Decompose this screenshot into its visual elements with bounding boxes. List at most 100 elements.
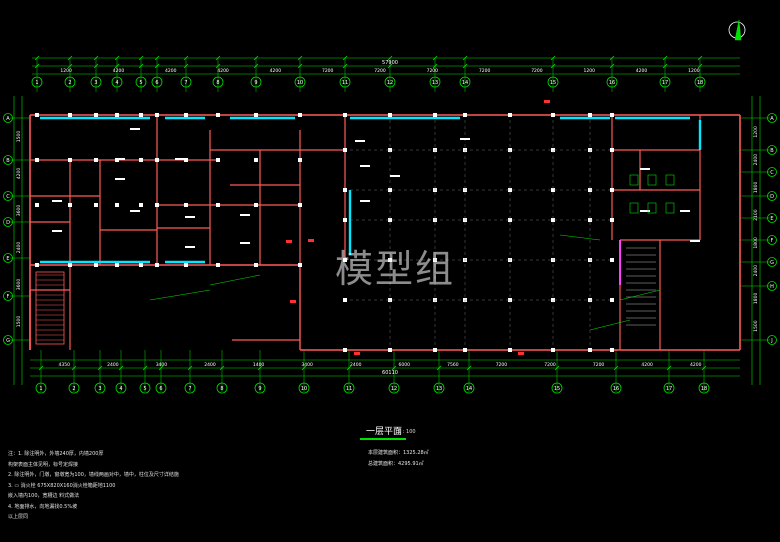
axis-letter: E: [6, 256, 9, 262]
axis-number: 11: [342, 80, 348, 86]
structural-column: [610, 218, 614, 222]
axis-number: 7: [188, 386, 191, 392]
axis-bubble: [64, 76, 76, 88]
bottom-dimension-value: 7200: [496, 362, 508, 368]
axis-bubble: [3, 113, 13, 123]
axis-bubble: [767, 191, 777, 201]
fixture-block: [240, 242, 250, 244]
axis-letter: A: [6, 116, 10, 122]
axis-number: 13: [432, 80, 438, 86]
structural-column: [343, 258, 347, 262]
drawing-scale: 1 : 100: [398, 429, 416, 435]
bottom-dimension-value: 3400: [301, 362, 313, 368]
structural-column: [155, 158, 159, 162]
structural-column: [155, 263, 159, 267]
top-dimension-value: 4200: [270, 68, 282, 74]
right-dimension-value: 2400: [753, 265, 759, 277]
structural-column: [551, 113, 555, 117]
note-line: 以上层同: [8, 514, 29, 520]
fixture-block: [185, 216, 195, 218]
fixture-block: [240, 214, 250, 216]
top-dimension-value: 1200: [584, 68, 596, 74]
structural-column: [94, 203, 98, 207]
left-dimension-value: 2400: [16, 242, 22, 254]
structural-column: [298, 113, 302, 117]
note-line: 嵌入墙内100，宽槽边 料式做法: [8, 493, 80, 499]
structural-column: [610, 348, 614, 352]
axis-letter: F: [771, 238, 774, 244]
fixture-block: [460, 138, 470, 140]
left-dimension-value: 4200: [16, 168, 22, 180]
structural-column: [298, 263, 302, 267]
structural-column: [115, 113, 119, 117]
axis-bubble: [3, 335, 13, 345]
structural-column: [298, 158, 302, 162]
axis-bubble: [3, 191, 13, 201]
dimension-layer: [13, 55, 761, 385]
axis-number: 2: [72, 386, 75, 392]
axis-letter: J: [770, 338, 772, 344]
fixture-block: [355, 140, 365, 142]
watermark-text: 模型组: [335, 247, 456, 291]
axis-bubble: [115, 382, 127, 394]
structural-column: [216, 263, 220, 267]
axis-bubble: [155, 382, 167, 394]
structural-column: [254, 158, 258, 162]
axis-bubble: [551, 382, 563, 394]
fixture-block: [52, 200, 62, 202]
section-mark: [290, 300, 296, 303]
axis-number: 15: [550, 80, 556, 86]
structural-column: [254, 263, 258, 267]
top-dimension-value: 7200: [427, 68, 439, 74]
design-notes: 注：1. 除注明外，外墙240厚，内墙200厚 构架表面主体见明，标号定焊接 2…: [8, 450, 258, 524]
axis-bubble: [459, 76, 471, 88]
top-dimension-value: 1200: [60, 68, 72, 74]
axis-number: 12: [387, 80, 393, 86]
toilet-stall: [665, 174, 675, 186]
section-mark: [308, 239, 314, 242]
axis-bubble: [151, 76, 163, 88]
axis-number: 10: [297, 80, 303, 86]
axis-number: 17: [666, 386, 672, 392]
structural-column: [35, 113, 39, 117]
axis-letter: G: [770, 260, 774, 266]
top-dimension-value: 4200: [165, 68, 177, 74]
floor-area-text: 本层建筑面积：1325.28㎡: [368, 450, 429, 456]
wall-layer: [29, 114, 741, 351]
axis-number: 5: [139, 80, 142, 86]
bottom-dimension-value: 2400: [107, 362, 119, 368]
structural-column: [610, 113, 614, 117]
axis-number: 15: [554, 386, 560, 392]
axis-letter: D: [6, 220, 10, 226]
title-underline: [360, 438, 406, 440]
fixture-block: [115, 158, 125, 160]
structural-column: [139, 113, 143, 117]
room-label-layer: [149, 100, 661, 355]
fixture-block: [640, 210, 650, 212]
axis-bubble: [610, 382, 622, 394]
structural-column: [551, 348, 555, 352]
axis-bubble: [433, 382, 445, 394]
structural-column: [388, 348, 392, 352]
structural-column: [551, 218, 555, 222]
bottom-dimension-value: 4350: [59, 362, 71, 368]
left-dimension-value: 3600: [16, 279, 22, 291]
fixture-block: [680, 210, 690, 212]
axis-letter: H: [770, 284, 774, 290]
right-dimension-value: 2100: [753, 209, 759, 221]
structural-column: [343, 298, 347, 302]
axis-letter: B: [770, 148, 774, 154]
top-dimension-value: 7200: [479, 68, 491, 74]
axis-bubble: [31, 76, 43, 88]
axis-bubble: [767, 335, 777, 345]
structural-column: [184, 113, 188, 117]
bottom-dimension-value: 7560: [447, 362, 459, 368]
axis-number: 3: [98, 386, 101, 392]
axis-number: 4: [115, 80, 118, 86]
axis-bubble: [298, 382, 310, 394]
axis-bubble: [694, 76, 706, 88]
fixture-block: [52, 230, 62, 232]
axis-number: 5: [143, 386, 146, 392]
axis-letter: B: [6, 158, 10, 164]
